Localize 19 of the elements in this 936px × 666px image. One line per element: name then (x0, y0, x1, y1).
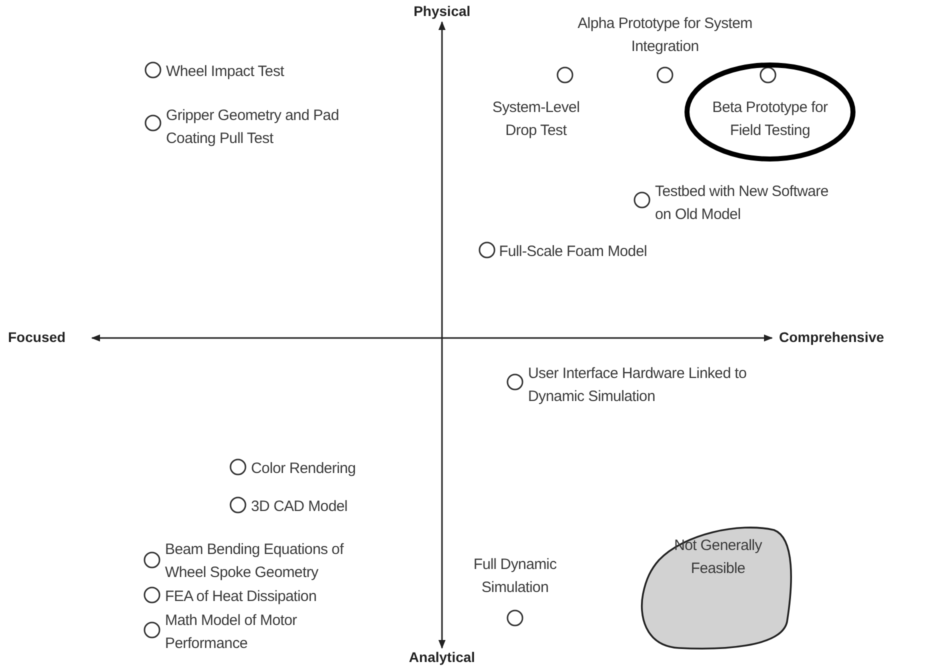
region-label: Not Generally Feasible (673, 536, 764, 579)
item-label: FEA of Heat Dissipation (165, 587, 318, 607)
item-label: System-Level Drop Test (491, 98, 581, 141)
item-label: User Interface Hardware Linked to Dynamic Simulation (528, 364, 748, 407)
item-label: Alpha Prototype for System Integration (576, 14, 754, 57)
item-label: Gripper Geometry and Pad Coating Pull Test (166, 106, 340, 149)
item-label: Full-Scale Foam Model (499, 242, 648, 262)
axis-label: Focused (8, 329, 66, 345)
item-label: Beam Bending Equations of Wheel Spoke Geometry (165, 540, 345, 583)
axis-label: Comprehensive (779, 329, 884, 345)
axis-label: Physical (414, 3, 470, 19)
item-label: Testbed with New Software on Old Model (655, 182, 830, 225)
axis-label: Analytical (408, 649, 476, 665)
item-label: Beta Prototype for Field Testing (711, 98, 829, 141)
item-label: Color Rendering (251, 459, 357, 479)
item-label: 3D CAD Model (251, 497, 348, 517)
item-label: Full Dynamic Simulation (472, 555, 558, 598)
item-label: Math Model of Motor Performance (165, 611, 298, 654)
item-label: Wheel Impact Test (166, 62, 286, 82)
